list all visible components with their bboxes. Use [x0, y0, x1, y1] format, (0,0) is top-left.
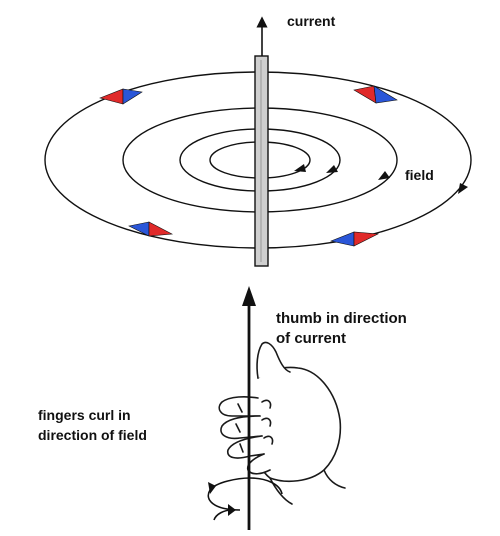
field-arrow-3	[378, 171, 390, 180]
right-hand-icon	[218, 341, 346, 505]
label-fingers-line2: direction of field	[38, 427, 147, 443]
label-current: current	[287, 13, 336, 29]
current-wire	[254, 16, 269, 267]
compass-needle-icon	[329, 231, 380, 247]
field-arrow-2	[326, 165, 338, 173]
label-thumb-line1: thumb in direction	[276, 310, 407, 327]
field-arrow-outer	[458, 183, 468, 194]
label-fingers-line1: fingers curl in	[38, 407, 131, 423]
field-arrow-inner	[294, 164, 306, 172]
finger-curl-arrow	[207, 477, 283, 521]
compass-needle-icon	[353, 85, 398, 104]
label-field: field	[405, 167, 434, 183]
thumb-current-arrow	[242, 286, 256, 530]
label-thumb-line2: of current	[276, 330, 346, 347]
compass-needle-icon	[128, 221, 174, 237]
compass-needle-icon	[99, 88, 143, 105]
field-arrows	[294, 164, 468, 194]
